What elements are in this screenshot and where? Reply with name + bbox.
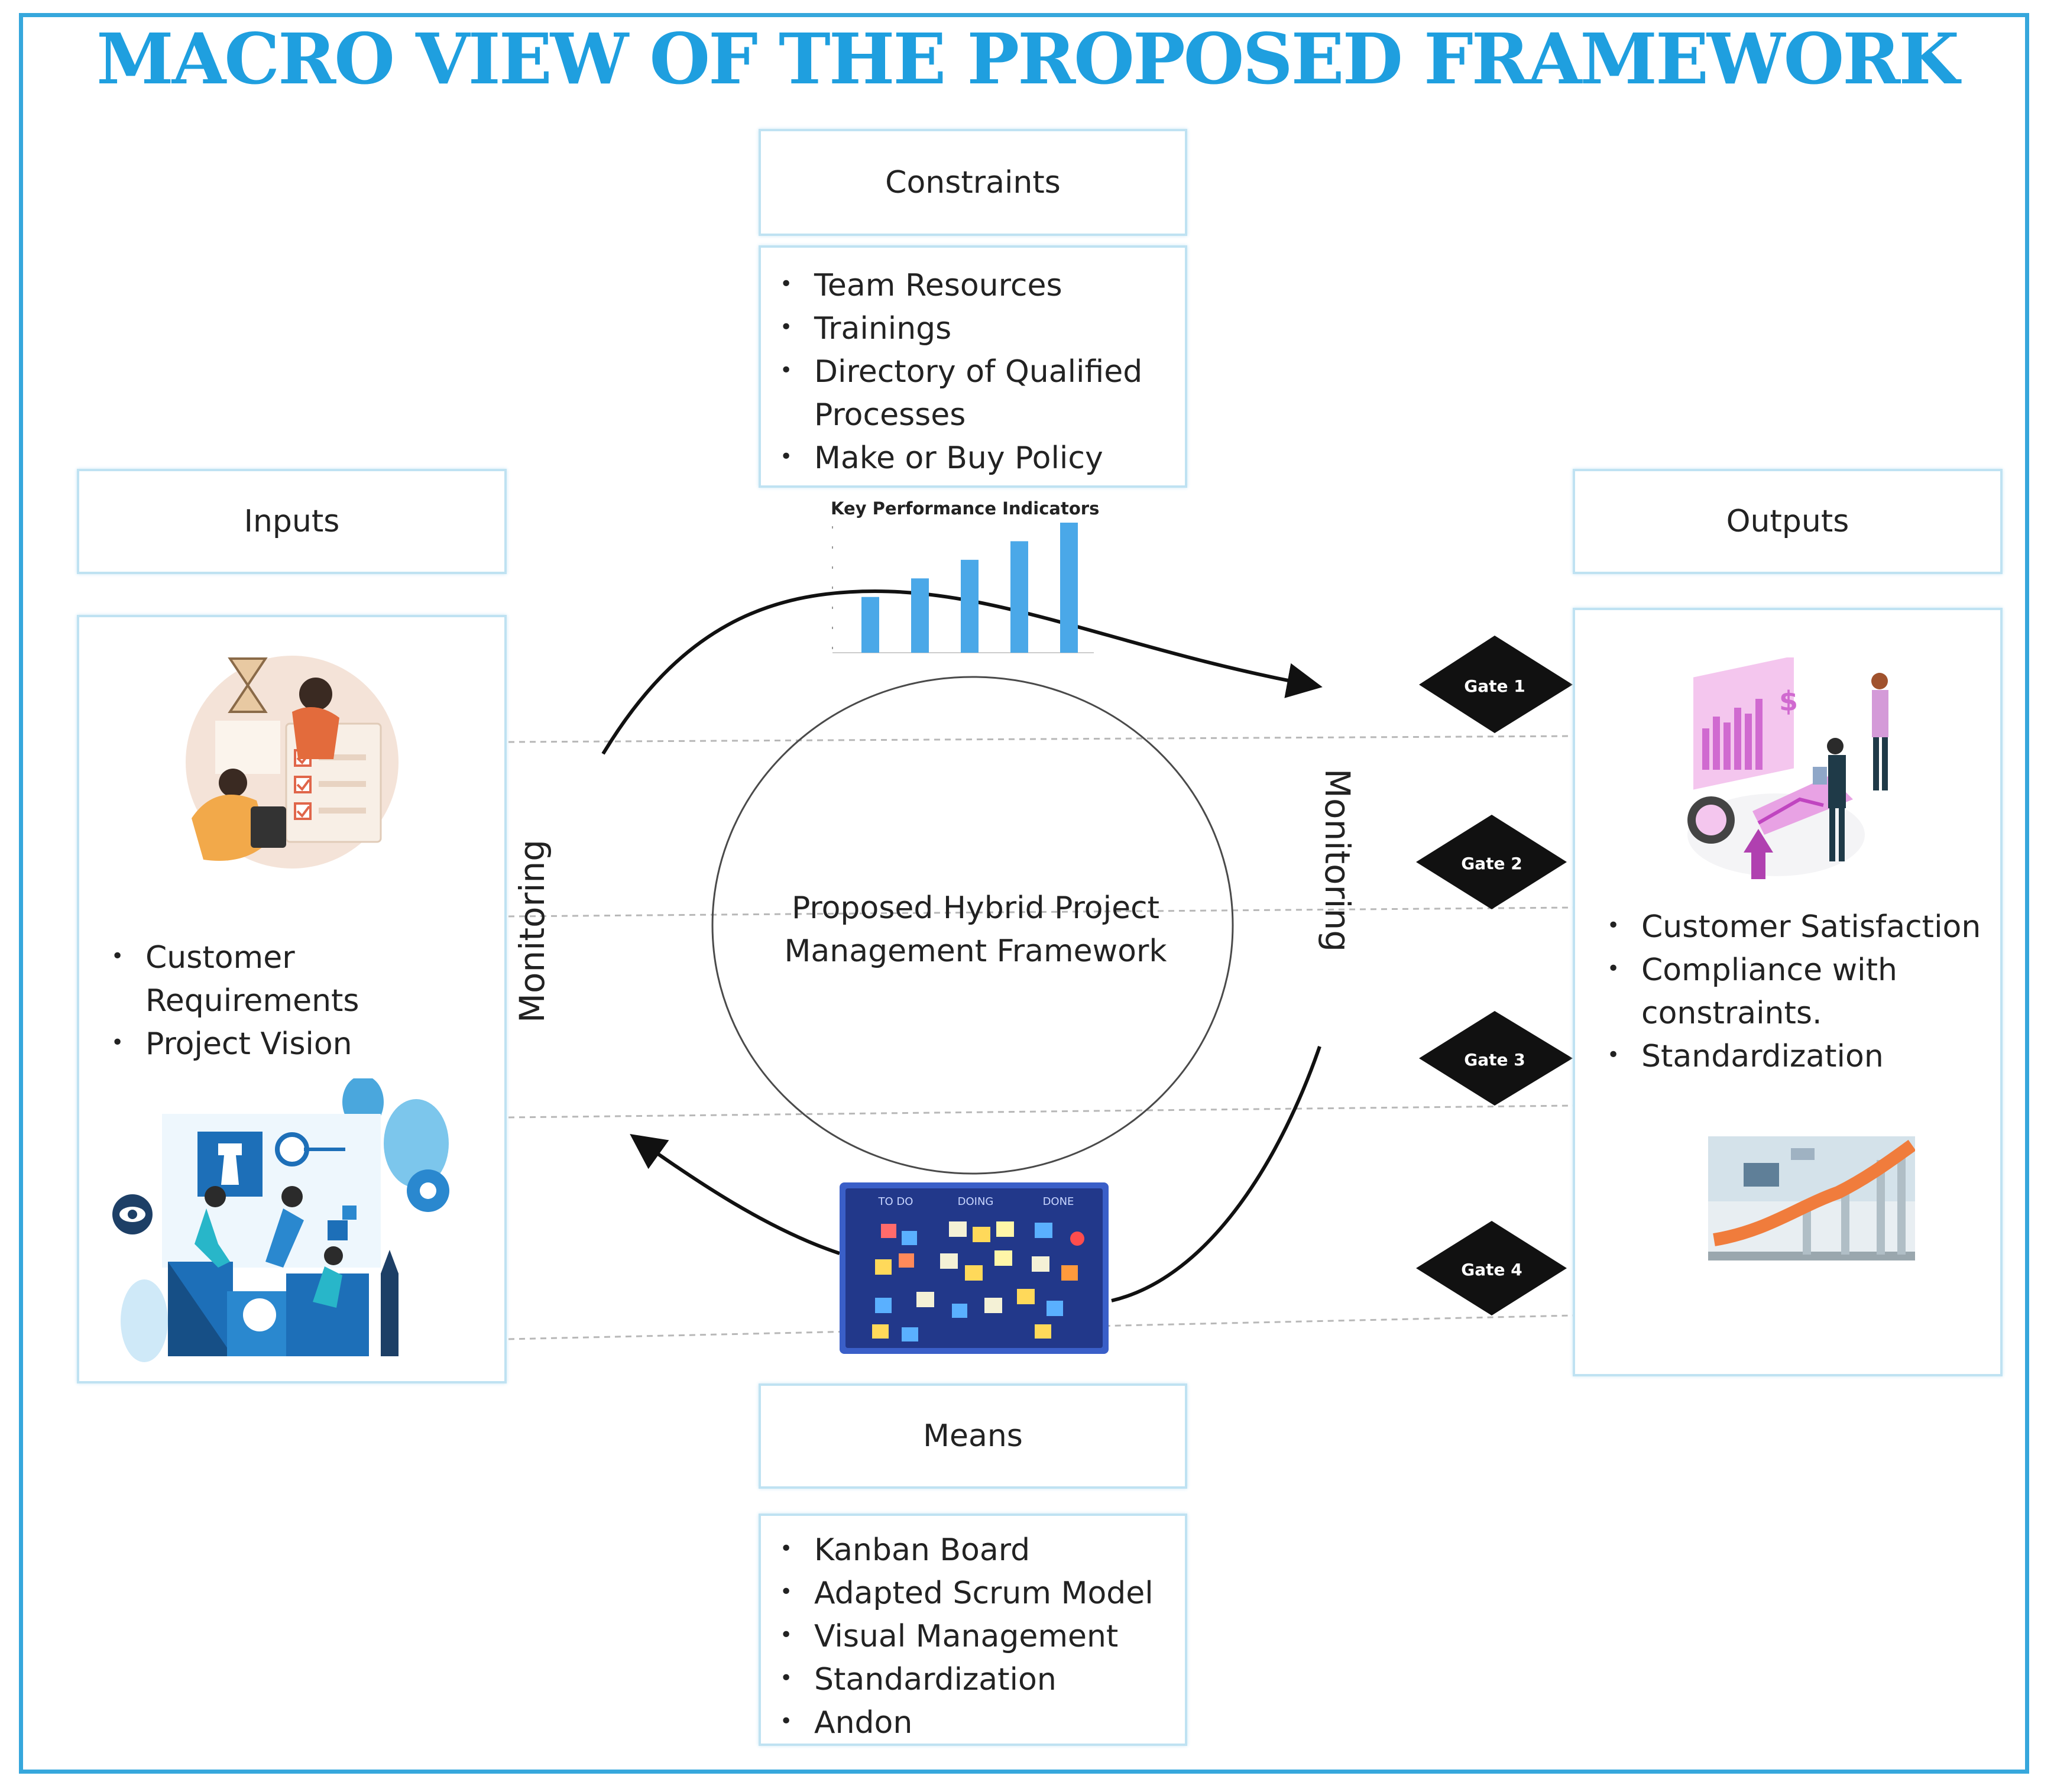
- constraints-item: Trainings: [773, 306, 1179, 351]
- kpi-bar: [961, 559, 979, 653]
- right-monitoring-curve: [1111, 1046, 1321, 1302]
- kanban-column-done: DONE: [1043, 1195, 1074, 1208]
- center-framework-label: Proposed Hybrid Project Management Frame…: [784, 890, 1167, 969]
- kanban-column-doing: DOING: [958, 1195, 994, 1208]
- strategy-teamwork-illustration: [112, 1078, 449, 1362]
- outputs-item: Standardization: [1600, 1033, 1996, 1078]
- bottom-monitoring-arrow: [630, 1134, 840, 1255]
- outputs-list: Customer Satisfaction Compliance with co…: [1600, 904, 1996, 1078]
- kpi-chart: [832, 523, 1094, 653]
- means-list: Kanban Board Adapted Scrum Model Visual …: [773, 1527, 1179, 1745]
- constraints-item: Directory of Qualified Processes: [773, 349, 1179, 437]
- inputs-content-box: Customer Requirements Project Vision: [77, 615, 507, 1383]
- constraints-header-box: Constraints: [759, 129, 1187, 236]
- means-list-box: Kanban Board Adapted Scrum Model Visual …: [759, 1514, 1187, 1746]
- inputs-header-box: Inputs: [77, 469, 507, 574]
- means-item: Kanban Board: [773, 1527, 1179, 1572]
- gate-2-label: Gate 2: [1461, 854, 1522, 873]
- inputs-item: Project Vision: [104, 1021, 482, 1066]
- constraints-list: Team Resources Trainings Directory of Qu…: [773, 263, 1179, 480]
- outputs-header: Outputs: [1726, 504, 1849, 539]
- outputs-item: Compliance with constraints.: [1600, 947, 1996, 1035]
- constraints-item: Make or Buy Policy: [773, 435, 1179, 480]
- kanban-sticky-notes: [872, 1221, 1084, 1341]
- kanban-column-todo: TO DO: [878, 1195, 913, 1208]
- gate-4-label: Gate 4: [1461, 1260, 1522, 1279]
- gate-1: Gate 1: [1419, 636, 1573, 733]
- means-item: Standardization: [773, 1657, 1179, 1702]
- outputs-header-box: Outputs: [1573, 469, 2003, 574]
- analytics-presentation-illustration: $: [1687, 657, 1888, 879]
- svg-text:$: $: [1779, 685, 1798, 717]
- center-circle: [711, 676, 1234, 1175]
- means-item: Adapted Scrum Model: [773, 1570, 1179, 1615]
- constraints-item: Team Resources: [773, 263, 1179, 307]
- monitoring-left-label: Monitoring: [512, 839, 552, 1023]
- top-monitoring-arrow: [601, 589, 1323, 755]
- gate-1-label: Gate 1: [1464, 676, 1525, 696]
- gate-3-label: Gate 3: [1464, 1050, 1525, 1070]
- outputs-item: Customer Satisfaction: [1600, 904, 1996, 949]
- kpi-chart-title: Key Performance Indicators: [831, 498, 1100, 519]
- gate-2: Gate 2: [1416, 815, 1567, 909]
- gate-4: Gate 4: [1416, 1221, 1567, 1315]
- means-item: Andon: [773, 1700, 1179, 1745]
- means-item: Visual Management: [773, 1613, 1179, 1658]
- inputs-header: Inputs: [244, 504, 340, 539]
- kanban-board-illustration: TO DO DOING DONE: [840, 1182, 1109, 1354]
- constraints-header: Constraints: [885, 164, 1061, 200]
- monitoring-right-label: Monitoring: [1317, 768, 1358, 952]
- means-header: Means: [923, 1418, 1023, 1454]
- kpi-bar: [911, 578, 929, 653]
- constraints-list-box: Team Resources Trainings Directory of Qu…: [759, 245, 1187, 488]
- gate-3: Gate 3: [1419, 1011, 1573, 1106]
- inputs-list: Customer Requirements Project Vision: [104, 935, 482, 1066]
- means-header-box: Means: [759, 1383, 1187, 1489]
- inputs-item: Customer Requirements: [104, 935, 482, 1023]
- growth-chart-illustration: [1708, 1136, 1915, 1260]
- diagram-frame: [19, 13, 2029, 1774]
- outputs-content-box: $ Customer Satisfaction Compliance with …: [1573, 608, 2003, 1376]
- kpi-bar: [1060, 523, 1078, 653]
- team-planning-illustration: [186, 656, 399, 869]
- kpi-bar: [861, 597, 879, 653]
- diagram-title: MACRO VIEW OF THE PROPOSED FRAMEWORK: [96, 18, 1959, 100]
- kpi-bar: [1010, 541, 1028, 653]
